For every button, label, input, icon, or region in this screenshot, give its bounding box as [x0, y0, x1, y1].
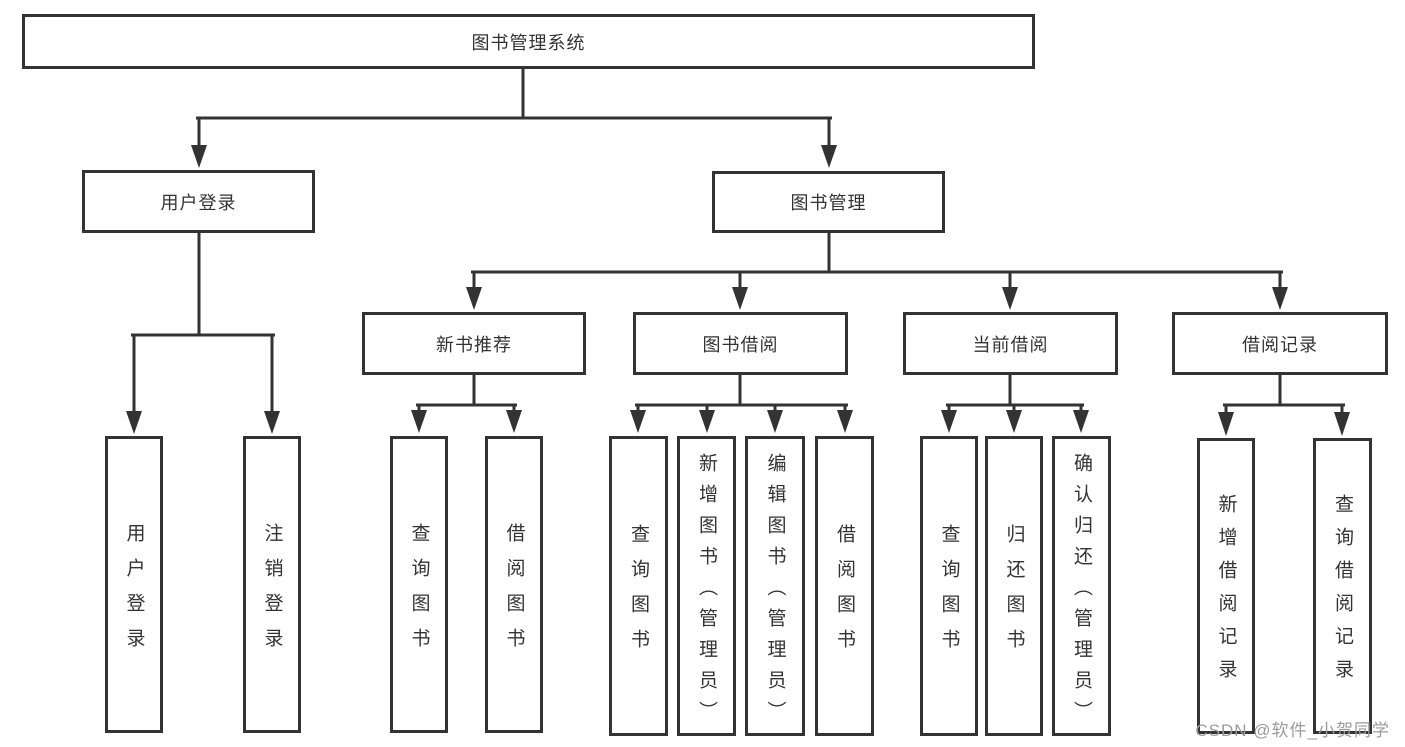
leaf-add-books-admin: 新增图书（管理员） — [677, 436, 736, 736]
leaf-label: 查询图书 — [628, 524, 649, 664]
csdn-watermark: CSDN @软件_小贺同学 — [1195, 721, 1390, 740]
node-library-management-system: 图书管理系统 — [22, 14, 1035, 69]
leaf-label: 归还图书 — [1003, 524, 1025, 664]
leaf-label: 查询图书 — [408, 522, 430, 663]
leaf-borrow-books: 借阅图书 — [815, 436, 874, 736]
node-current-borrowing: 当前借阅 — [903, 312, 1118, 375]
leaf-logout: 注销登录 — [243, 436, 301, 733]
leaf-query-borrow-record: 查询借阅记录 — [1313, 438, 1372, 734]
leaf-label: 借阅图书 — [834, 524, 855, 664]
leaf-label: 查询借阅记录 — [1332, 494, 1353, 692]
leaf-query-books: 查询图书 — [920, 436, 978, 736]
leaf-add-borrow-record: 新增借阅记录 — [1197, 438, 1255, 734]
leaf-label: 查询图书 — [938, 524, 960, 664]
node-label: 新书推荐 — [436, 334, 512, 355]
leaf-label: 新增图书（管理员） — [696, 452, 717, 732]
leaf-label: 确认归还（管理员） — [1071, 452, 1092, 732]
node-book-management: 图书管理 — [712, 171, 945, 233]
leaf-confirm-return-admin: 确认归还（管理员） — [1052, 436, 1111, 736]
leaf-label: 新增借阅记录 — [1215, 494, 1237, 692]
node-label: 图书管理系统 — [471, 32, 586, 53]
leaf-user-login: 用户登录 — [105, 436, 163, 733]
leaf-label: 注销登录 — [261, 522, 283, 663]
node-new-book-recommendation: 新书推荐 — [362, 312, 586, 375]
node-label: 用户登录 — [160, 192, 237, 213]
leaf-borrow-books: 借阅图书 — [485, 436, 543, 733]
leaf-return-books: 归还图书 — [985, 436, 1043, 736]
leaf-label: 编辑图书（管理员） — [764, 452, 786, 732]
node-label: 图书管理 — [790, 193, 867, 213]
leaf-label: 借阅图书 — [503, 522, 525, 663]
node-label: 图书借阅 — [702, 334, 779, 355]
leaf-query-books: 查询图书 — [609, 436, 668, 736]
node-book-borrowing: 图书借阅 — [633, 312, 848, 375]
leaf-edit-books-admin: 编辑图书（管理员） — [745, 436, 805, 736]
leaf-query-books: 查询图书 — [390, 436, 448, 733]
node-user-login: 用户登录 — [82, 170, 315, 233]
node-label: 借阅记录 — [1242, 334, 1318, 355]
node-label: 当前借阅 — [972, 334, 1049, 355]
leaf-label: 用户登录 — [123, 522, 145, 663]
node-borrowing-records: 借阅记录 — [1172, 312, 1388, 375]
